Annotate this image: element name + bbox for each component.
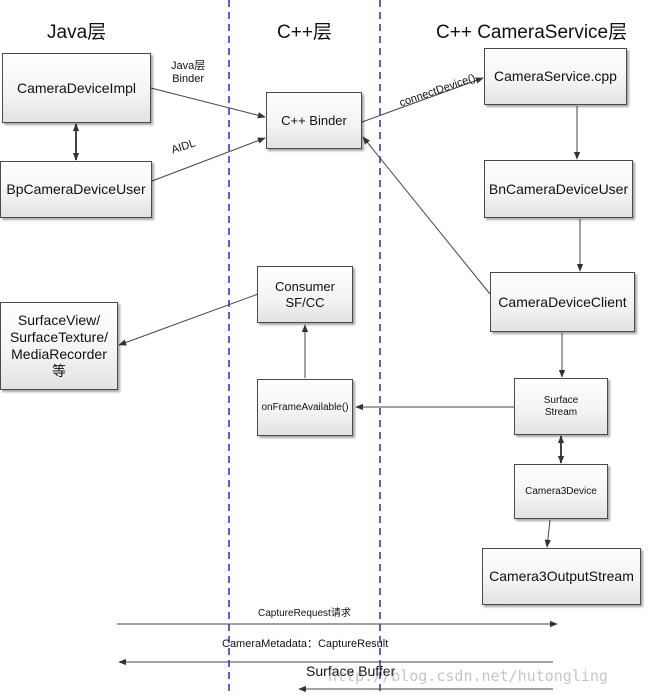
box-on-frame-available: onFrameAvailable() [257, 379, 353, 436]
header-cpp-layer: C++层 [277, 22, 332, 43]
box-surface-view: SurfaceView/ SurfaceTexture/ MediaRecord… [0, 302, 118, 390]
label-java-binder: Java层 Binder [171, 60, 206, 85]
box-cpp-binder: C++ Binder [266, 92, 362, 149]
arrow-binder-service [361, 77, 484, 123]
box-label: Surface Stream [543, 394, 579, 418]
header-java-layer: Java层 [47, 22, 107, 43]
label-capture-request: CaptureRequest请求 [258, 608, 351, 619]
arrow-bp-binder [151, 137, 266, 182]
box-camera-device-client: CameraDeviceClient [490, 272, 635, 332]
box-label: CameraService.cpp [494, 68, 617, 84]
box-label: C++ Binder [281, 112, 347, 128]
arrow-consumer-surfaceview [118, 293, 259, 346]
box-label: CameraDeviceClient [498, 293, 627, 310]
box-label: CameraDeviceImpl [16, 79, 137, 96]
box-label: onFrameAvailable() [261, 401, 349, 413]
box-bp-camera-device-user: BpCameraDeviceUser [0, 161, 152, 218]
box-label: BnCameraDeviceUser [488, 180, 629, 197]
arrow-impl-binder [150, 87, 266, 119]
box-label: Consumer SF/CC [275, 278, 335, 310]
box-camera-device-impl: CameraDeviceImpl [2, 53, 151, 123]
box-label: Camera3Device [525, 485, 597, 497]
watermark-url: http://blog.csdn.net/hutongling [328, 667, 608, 685]
box-surface-stream: Surface Stream [514, 378, 608, 435]
arrow-device-output [544, 519, 551, 548]
box-camera-service-cpp: CameraService.cpp [484, 48, 627, 105]
header-service-layer: C++ CameraService层 [436, 22, 628, 43]
box-label: BpCameraDeviceUser [6, 181, 146, 197]
box-label: SurfaceView/ SurfaceTexture/ MediaRecord… [9, 312, 109, 379]
box-label: Camera3OutputStream [489, 568, 634, 584]
box-camera3-device: Camera3Device [514, 464, 608, 519]
label-surface-buffer: Surface Buffer [306, 663, 396, 679]
label-capture-result: CameraMetadata：CaptureResult [222, 638, 389, 650]
box-camera3-output-stream: Camera3OutputStream [482, 548, 641, 605]
arrow-client-binder [362, 136, 491, 295]
box-bn-camera-device-user: BnCameraDeviceUser [484, 160, 633, 218]
box-consumer: Consumer SF/CC [257, 266, 353, 323]
